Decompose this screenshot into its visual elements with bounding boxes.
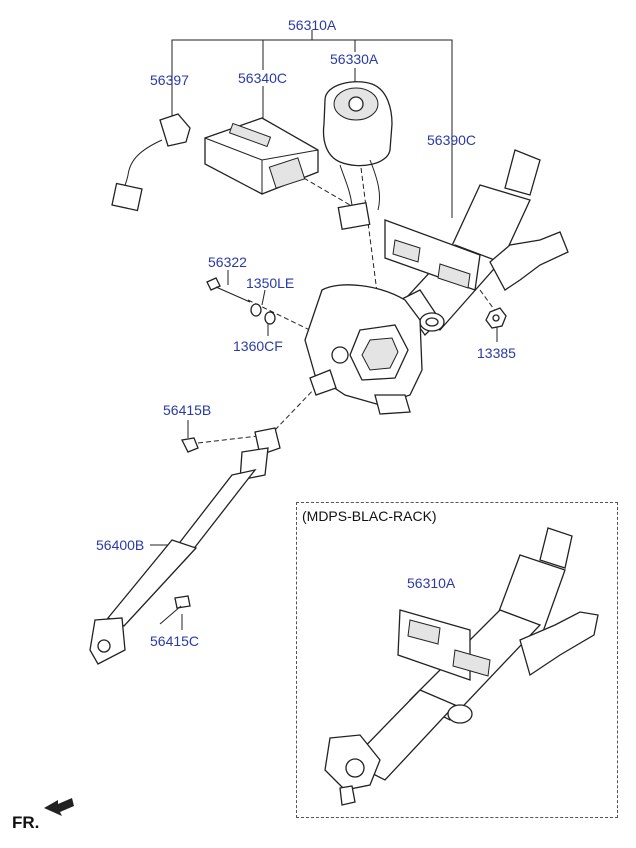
bolt-56322 [206,277,251,303]
label-56390C: 56390C [427,132,477,148]
bolt-56415C [159,595,191,625]
label-56415B: 56415B [163,402,212,418]
bracket-56310A [171,30,453,218]
wiring-harness-56397 [111,113,191,212]
label-56330A: 56330A [330,51,379,67]
motor-56330A [322,81,393,231]
label-56322: 56322 [208,254,247,270]
label-1360CF: 1360CF [233,338,283,354]
fr-label: FR. [12,813,40,832]
label-56397: 56397 [150,72,189,88]
label-56400B: 56400B [96,537,145,553]
label-1350LE: 1350LE [246,275,295,291]
label-inset-56310A: 56310A [407,575,456,591]
steering-column-56390C [384,149,569,337]
bolt-56415B [181,437,199,453]
label-56310A: 56310A [288,17,337,33]
washer-1350LE [250,303,262,317]
fr-arrow-icon [44,798,74,816]
gear-housing [304,284,423,415]
label-56415C: 56415C [150,633,200,649]
washer-1360CF [264,311,276,325]
ecu-module-56340C [204,117,319,195]
intermediate-shaft-56400B [89,427,281,665]
inset-title: (MDPS-BLAC-RACK) [302,508,437,524]
label-56340C: 56340C [238,70,288,86]
inset-frame: (MDPS-BLAC-RACK) 56310A [296,502,618,818]
nut-13385 [485,307,507,329]
inset-steering-column [324,527,599,806]
label-13385: 13385 [477,345,516,361]
